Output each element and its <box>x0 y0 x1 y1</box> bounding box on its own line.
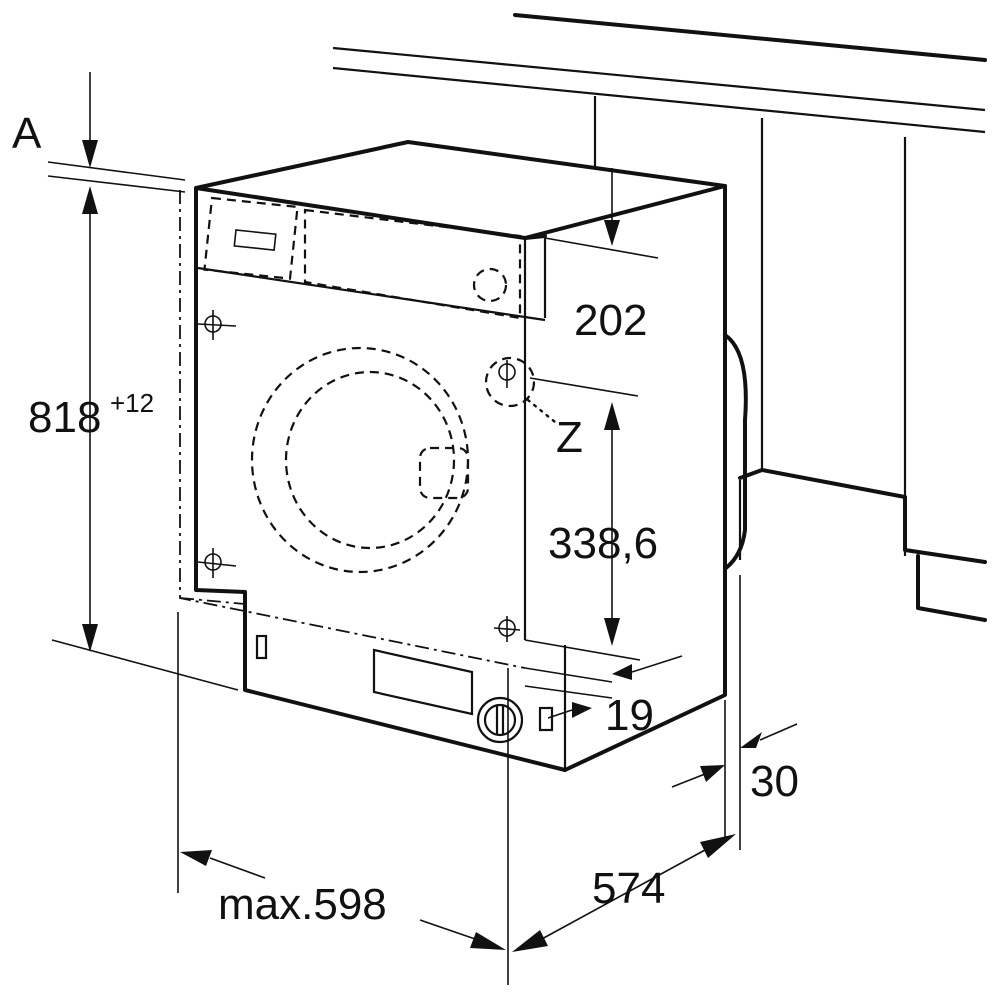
dimension-width <box>177 612 506 950</box>
dimension-height <box>51 186 239 691</box>
label-height-main: 818 <box>28 393 101 442</box>
display-window <box>233 229 277 251</box>
z-leader <box>526 377 639 424</box>
hinge-marks <box>197 310 536 642</box>
label-point-a: A <box>12 109 42 158</box>
label-niche-gap: 30 <box>750 757 799 806</box>
label-depth: 574 <box>592 864 665 913</box>
kitchen-worktop <box>332 13 987 556</box>
appliance-body <box>194 140 748 772</box>
door <box>250 346 470 574</box>
label-hinge-offset: 338,6 <box>548 519 658 568</box>
drain-filter-cap <box>476 696 524 744</box>
label-height-tolerance: +12 <box>110 388 154 418</box>
label-point-z: Z <box>556 413 583 462</box>
furniture-door-outline <box>179 190 526 669</box>
label-panel-height: 202 <box>574 296 647 345</box>
dimension-depth <box>507 668 736 985</box>
label-width: max.598 <box>218 880 387 929</box>
adjacent-cabinet-plinth <box>738 468 987 622</box>
label-recess: 19 <box>605 691 654 740</box>
dimension-hinge-offset <box>524 402 641 661</box>
plinth-details <box>255 634 554 744</box>
dimension-recess <box>524 655 683 719</box>
program-knob <box>472 267 508 303</box>
dimension-a <box>47 72 186 193</box>
dimension-panel <box>544 168 659 259</box>
control-panel <box>197 196 547 640</box>
dimension-gap <box>671 575 798 850</box>
